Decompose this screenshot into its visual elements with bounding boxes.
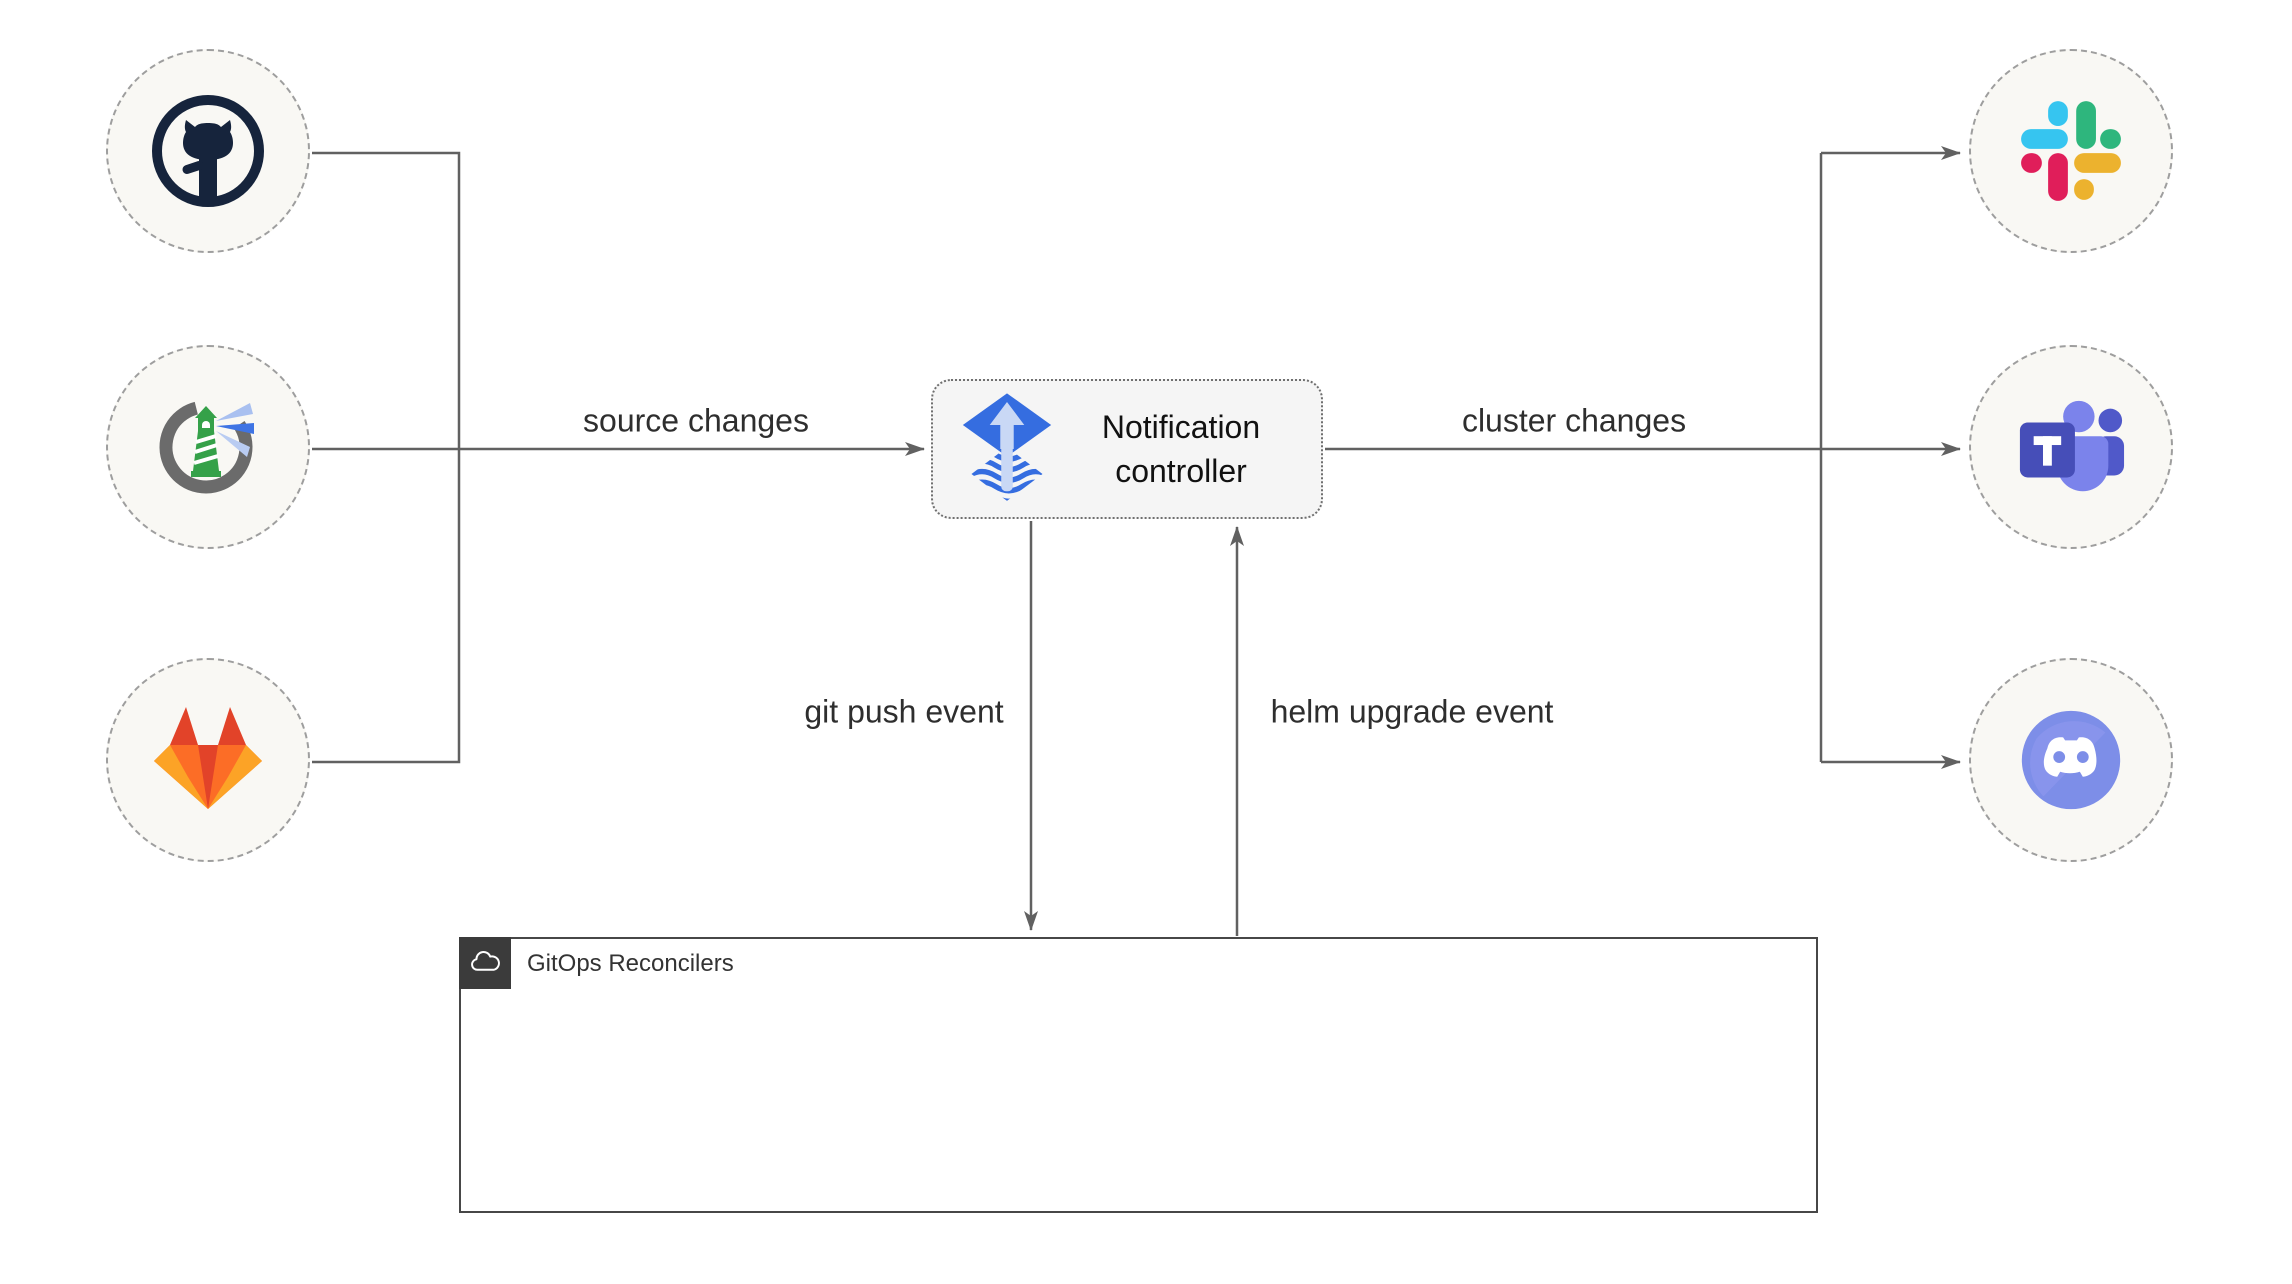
container-header	[458, 936, 511, 989]
notifier-node-discord	[1969, 658, 2173, 862]
edge-left-bus	[312, 151, 461, 764]
microsoft-teams-icon	[2019, 400, 2125, 492]
edge-label-git-push-event: git push event	[804, 693, 1004, 730]
cloud-icon	[470, 950, 500, 971]
flux-icon	[962, 393, 1052, 501]
notifier-node-slack	[1969, 49, 2173, 253]
slack-icon	[2021, 101, 2121, 201]
discord-icon	[2021, 710, 2121, 810]
flux-icon-slot	[959, 393, 1055, 505]
edge-label-helm-upgrade-event: helm upgrade event	[1270, 693, 1554, 730]
notifier-node-teams	[1969, 345, 2173, 549]
source-node-gitlab	[106, 658, 310, 862]
notification-controller-node: Notification controller	[931, 379, 1323, 519]
source-node-github	[106, 49, 310, 253]
source-node-harbor	[106, 345, 310, 549]
gitlab-icon	[154, 707, 262, 809]
edge-label-cluster-changes: cluster changes	[1461, 402, 1687, 439]
container-title: GitOps Reconcilers	[527, 950, 734, 977]
harbor-icon	[159, 400, 254, 494]
gitops-reconcilers-container: GitOps Reconcilers Source controller	[458, 936, 1818, 1213]
github-icon	[152, 95, 264, 207]
edge-label-source-changes: source changes	[583, 402, 809, 439]
node-label: Notification controller	[1101, 408, 1261, 489]
